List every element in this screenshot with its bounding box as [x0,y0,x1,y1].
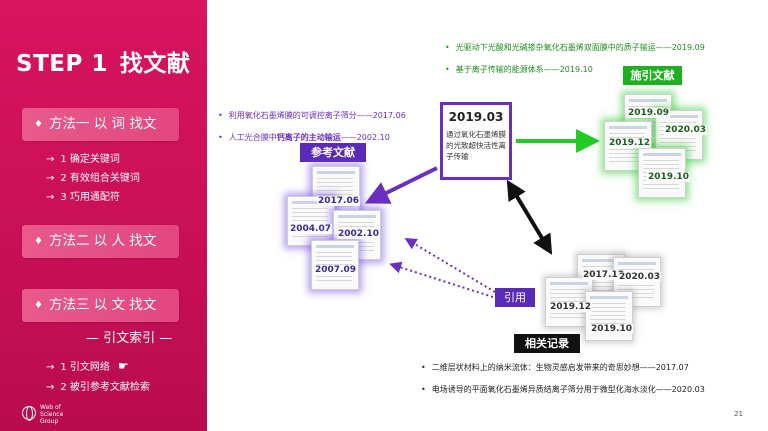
method-three-label: 方法三 以 文 找文 [48,297,157,313]
web-of-science-logo: Web of Science Group [22,404,80,426]
left-panel: STEP 1 找文献 ♦ 方法一 以 词 找文 →1 确定关键词 →2 有效组合关键… [0,0,207,431]
center-paper-year: 2019.03 [448,110,504,124]
arrow-right-icon: → [46,173,55,184]
reference-arrow [364,166,438,204]
method-one-item-3[interactable]: →3 巧用通配符 [46,192,120,203]
page-title: STEP 1 找文献 [16,44,190,78]
citations-tag: 施引文献 [623,66,682,85]
arrow-right-icon: → [46,362,55,373]
citations-list: 光驱动下光酸和光碱掺杂氧化石墨烯双面膜中的质子输运——2019.09 基于离子传… [445,42,705,86]
reference-paper-year: 2017.06 [317,196,360,206]
globe-icon [22,406,36,421]
diamond-icon: ♦ [34,236,43,247]
dotted-arrow-2 [389,261,494,298]
related-item[interactable]: 电场诱导的平面氧化石墨烯异质结离子筛分用于微型化海水淡化——2020.03 [421,384,705,395]
related-item[interactable]: 二维层状材料上的纳米流体：生物灵感启发带来的奇思妙想——2017.07 [421,362,705,373]
citing-paper-year: 2019.09 [627,108,670,118]
references-list: 利用氧化石墨烯膜的可调控离子筛分——2017.06 人工光合膜中钙离子的主动输运… [218,110,406,154]
title-label: 找文献 [119,51,191,77]
pointing-hand-icon: ☛ [117,359,129,373]
center-paper-card[interactable]: 2019.03 通过氧化石墨烯膜的光致超快活性离子传输 [440,102,512,180]
related-paper-year: 2019.12 [549,302,592,312]
related-arrow [506,179,553,255]
method-one-label: 方法一 以 词 找文 [48,116,157,132]
citing-paper-year: 2019.10 [647,172,690,182]
method-three-button[interactable]: ♦ 方法三 以 文 找文 [22,289,179,322]
related-records-tag: 相关记录 [514,334,580,353]
related-list: 二维层状材料上的纳米流体：生物灵感启发带来的奇思妙想——2017.07 电场诱导… [421,362,705,406]
related-paper-year: 2017.10 [582,270,625,280]
method-one-item-2[interactable]: →2 有效组合关键词 [46,173,140,184]
citation-index-label: — 引文索引 — [86,331,173,346]
diamond-icon: ♦ [34,300,43,311]
references-tag: 参考文献 [300,143,366,162]
related-paper[interactable] [613,257,661,307]
reference-item[interactable]: 利用氧化石墨烯膜的可调控离子筛分——2017.06 [218,110,406,121]
citing-paper-year: 2020.03 [664,125,707,135]
method-two-label: 方法二 以 人 找文 [48,233,157,249]
method-two-button[interactable]: ♦ 方法二 以 人 找文 [22,225,179,258]
arrow-right-icon: → [46,382,55,393]
diamond-icon: ♦ [34,119,43,130]
page-number: 21 [734,410,743,418]
reference-paper-year: 2007.09 [314,265,357,275]
reference-item[interactable]: 人工光合膜中钙离子的主动输运——2002.10 [218,132,406,143]
method-one-item-1[interactable]: →1 确定关键词 [46,154,120,165]
method-three-item-1[interactable]: →1 引文网络☛ [46,359,129,373]
center-paper-title: 通过氧化石墨烯膜的光致超快活性离子传输 [446,130,506,161]
method-three-item-2[interactable]: →2 被引参考文献检索 [46,382,150,393]
dotted-arrow-1 [404,237,496,293]
method-one-button[interactable]: ♦ 方法一 以 词 找文 [22,108,179,141]
cite-tag: 引用 [495,288,535,307]
citation-item[interactable]: 光驱动下光酸和光碱掺杂氧化石墨烯双面膜中的质子输运——2019.09 [445,42,705,53]
citing-paper-year: 2019.12 [608,138,651,148]
step-label: STEP 1 [16,51,108,77]
reference-paper-year: 2004.07 [289,224,332,234]
citation-item[interactable]: 基于离子传输的能源体系——2019.10 [445,64,705,75]
reference-paper-year: 2002.10 [337,229,380,239]
arrow-right-icon: → [46,192,55,203]
arrow-right-icon: → [46,154,55,165]
logo-text: Web of Science Group [40,404,64,425]
related-paper-year: 2020.03 [618,272,661,282]
related-paper-year: 2019.10 [590,324,633,334]
